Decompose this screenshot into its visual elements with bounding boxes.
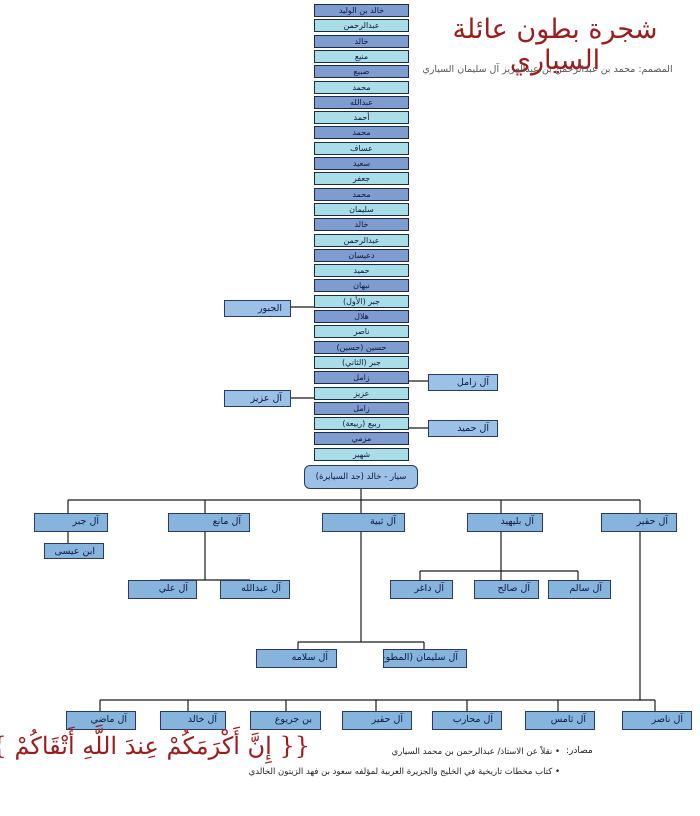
source-item-2: • كتاب مخطات تاريخية في الخليج والجزيرة … [248,767,560,777]
side-node-al-humaid: آل حميد [428,420,498,437]
ancestor-item: دعيسان [314,248,409,262]
clan-node-al-saleh: آل صالح [474,580,539,599]
page-subtitle: المصمم: محمد بن عبدالرحمن بن عبدالعزيز آ… [422,64,673,75]
ancestor-item: جبر (الثاني) [314,355,409,369]
ancestor-item: حميد [314,264,409,278]
ancestor-item: زامل [314,401,409,415]
clan-node-al-abdullah: آل عبدالله [220,580,290,599]
side-node-jubour: الجبور [224,300,291,317]
clan-node-al-mane: آل مانع [168,513,250,532]
page-title: شجرة بطون عائلة السياري [452,14,658,76]
ancestor-item: شهير [314,447,409,461]
clan-node-al-dagher: آل داغر [390,580,453,599]
ancestor-item: جبر (الأول) [314,294,409,308]
ancestor-item: زامل [314,371,409,385]
ancestor-item: عبدالرحمن [314,19,409,33]
ancestor-item: سليمان [314,202,409,216]
root-ancestor-node: سيار - خالد (جد السيايرة) [304,465,418,489]
ancestor-item: سعيد [314,157,409,170]
ancestor-item: خالد بن الوليد [314,4,409,17]
ancestor-item: عبدالله [314,95,409,109]
bottom-node-al-nasser: آل ناصر [622,711,692,730]
ancestor-item: ربيع (ربيعة) [314,417,409,431]
ancestor-item: محمد [314,80,409,94]
side-node-al-aziz: آل عزيز [224,390,291,407]
clan-node-al-ali: آل علي [128,580,197,599]
ancestor-item: حسين (حسين) [314,340,409,354]
source-item-1: • نقلاً عن الاستاذ/ عبدالرحمن بن محمد ال… [391,747,560,757]
side-node-al-zamil: آل زامل [428,374,498,391]
clan-node-al-jabr: آل جبر [34,513,108,532]
ancestor-item: ناصر [314,325,409,339]
ancestor-item: محمد [314,126,409,140]
clan-node-ibn-issa: ابن عيسى [44,543,104,559]
clan-node-al-salem: آل سالم [548,580,611,599]
clan-node-al-thabit: آل ثبية [322,513,405,532]
quran-verse: {{ إِنَّ أَكْرَمَكُمْ عِندَ اللَّهِ أَتْ… [0,732,310,760]
clan-node-al-hugair: آل حقير [601,513,677,532]
ancestor-item: نبهان [314,279,409,293]
bottom-node-bin-jaryou: بن جريوع [250,711,321,730]
bottom-node-al-khalid: آل خالد [160,711,226,730]
bottom-node-al-hugair: آل حقير [342,711,412,730]
ancestor-item: عساف [314,141,409,155]
ancestor-item: ضبيع [314,65,409,79]
ancestor-item: عبدالرحمن [314,233,409,247]
bottom-node-al-muharib: آل محارب [432,711,502,730]
ancestor-item: عزيز [314,386,409,400]
ancestor-item: أحمد [314,111,409,125]
ancestor-item: محمد [314,187,409,201]
ancestor-item: خالد [314,218,409,232]
ancestor-item: مزمي [314,432,409,446]
clan-node-al-salama: آل سلامه [256,649,337,668]
clan-node-al-sulaiman: آل سليمان (المطوع) [383,649,467,668]
clan-node-al-bulaihid: آل بليهيد [467,513,543,532]
bottom-node-al-madi: آل ماضي [66,711,136,730]
sources-label: مصادر: [566,746,593,756]
ancestor-item: هلال [314,310,409,323]
ancestor-item: جعفر [314,172,409,186]
ancestor-item: منيع [314,49,409,63]
bottom-node-al-thamis: آل ثامس [525,711,595,730]
ancestor-item: خالد [314,34,409,48]
